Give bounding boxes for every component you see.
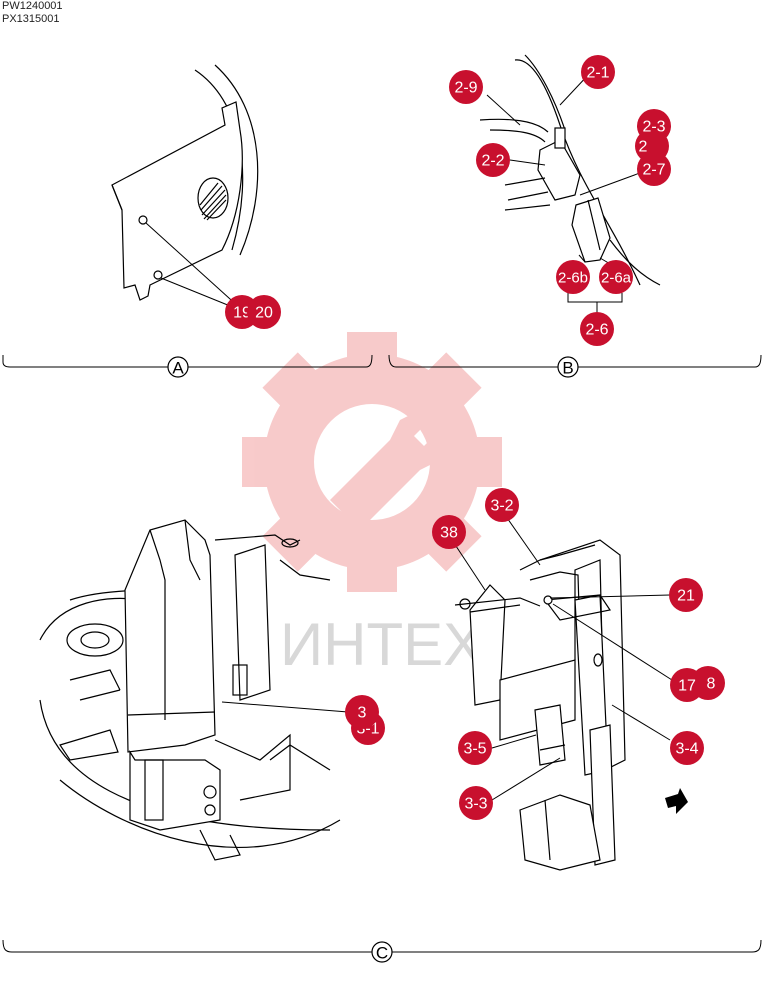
bolt-icon: [138, 215, 148, 225]
svg-text:19: 19: [233, 305, 251, 322]
callout-3-4: 3-4: [670, 731, 704, 765]
svg-text:2-6b: 2-6b: [558, 270, 588, 287]
direction-arrow-icon: [665, 788, 688, 814]
drawing-code-2: PX1315001: [2, 13, 60, 25]
callout-2-6a: 2-6a: [599, 260, 633, 294]
svg-text:21: 21: [677, 588, 695, 605]
section-marker-c: C: [371, 941, 393, 963]
callout-21: 21: [669, 578, 703, 612]
callout-2-6b: 2-6b: [556, 260, 590, 294]
callout-2-1: 2-1: [581, 55, 615, 89]
drawing-codes: PW1240001 PX1315001: [2, 0, 63, 26]
svg-text:2-3: 2-3: [642, 119, 665, 136]
svg-text:17: 17: [678, 678, 696, 695]
callout-3: 3: [345, 695, 379, 729]
svg-text:2-9: 2-9: [454, 80, 477, 97]
callout-17: 17: [670, 668, 704, 702]
svg-text:2-6: 2-6: [585, 322, 608, 339]
section-marker-a: A: [167, 356, 189, 378]
svg-text:2-6a: 2-6a: [601, 270, 632, 287]
callout-2-7: 2-7: [637, 152, 671, 186]
callout-2-6: 2-6: [580, 312, 614, 346]
svg-text:2-1: 2-1: [586, 65, 609, 82]
callout-20: 20: [247, 295, 281, 329]
section-label-c: C: [376, 944, 388, 963]
section-label-a: A: [172, 359, 184, 378]
watermark-gear-icon: [242, 332, 502, 592]
callout-2-9: 2-9: [449, 70, 483, 104]
svg-text:38: 38: [440, 525, 458, 542]
callout-3-3: 3-3: [459, 786, 493, 820]
bolt-icon: [203, 785, 217, 799]
section-marker-b: B: [557, 356, 579, 378]
drawing-code-1: PW1240001: [2, 0, 63, 12]
svg-text:3-2: 3-2: [490, 498, 513, 515]
svg-text:2-7: 2-7: [642, 162, 665, 179]
svg-text:20: 20: [255, 305, 273, 322]
callout-38: 38: [432, 515, 466, 549]
svg-text:2-2: 2-2: [481, 153, 504, 170]
bolt-icon: [204, 804, 216, 816]
section-b-drawing: [479, 54, 661, 316]
svg-text:3-4: 3-4: [675, 741, 698, 758]
speaker-grille-icon: [197, 177, 229, 221]
callout-2-3: 2-3: [637, 109, 671, 143]
section-c-left-drawing: [39, 519, 349, 861]
section-c-right-drawing: [451, 514, 688, 871]
svg-text:3-3: 3-3: [464, 796, 487, 813]
watermark-text: ИНТЕХ: [280, 611, 483, 678]
svg-text:3-5: 3-5: [463, 741, 486, 758]
section-a-drawing: [111, 64, 259, 311]
callout-3-5: 3-5: [458, 731, 492, 765]
bolt-icon: [153, 270, 163, 280]
svg-text:2: 2: [639, 139, 648, 156]
section-divider-a: [2, 354, 373, 368]
section-label-b: B: [562, 359, 573, 378]
callout-2-2: 2-2: [476, 143, 510, 177]
svg-text:3: 3: [358, 705, 367, 722]
svg-text:8: 8: [707, 676, 716, 693]
callout-3-2: 3-2: [485, 488, 519, 522]
